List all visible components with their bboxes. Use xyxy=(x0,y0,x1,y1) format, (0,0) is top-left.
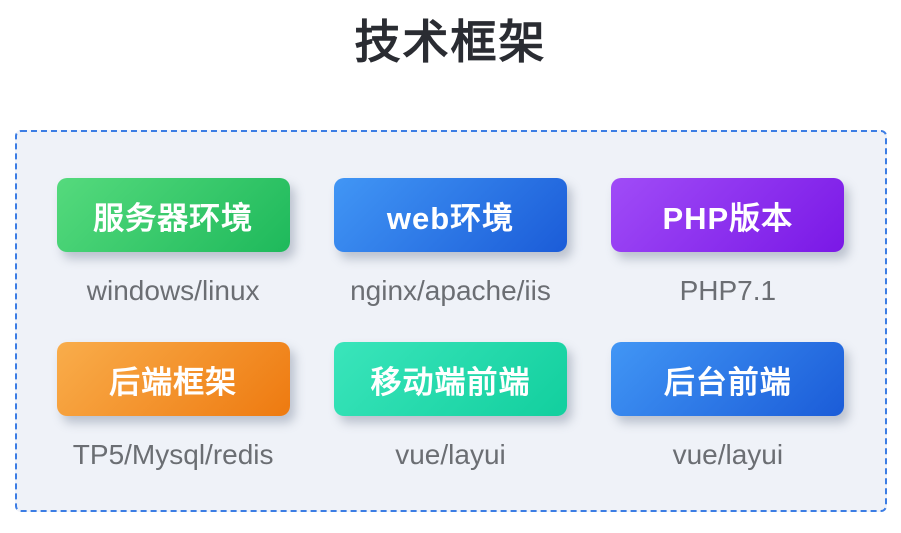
tech-card-php-version: PHP版本 PHP7.1 xyxy=(611,178,845,306)
page-title: 技术框架 xyxy=(354,16,547,68)
tech-card-mobile-frontend: 移动端前端 vue/layui xyxy=(333,342,568,470)
web-env-value: nginx/apache/iis xyxy=(350,275,551,306)
tech-card-admin-frontend: 后台前端 vue/layui xyxy=(611,342,845,470)
mobile-frontend-value: vue/layui xyxy=(395,439,506,470)
backend-framework-badge: 后端框架 xyxy=(56,342,290,416)
web-env-badge: web环境 xyxy=(333,178,568,252)
tech-panel: 服务器环境 windows/linux web环境 nginx/apache/i… xyxy=(14,130,887,512)
php-version-value: PHP7.1 xyxy=(679,275,777,306)
tech-card-server-env: 服务器环境 windows/linux xyxy=(56,178,290,306)
tech-grid: 服务器环境 windows/linux web环境 nginx/apache/i… xyxy=(56,178,845,470)
backend-framework-value: TP5/Mysql/redis xyxy=(72,439,274,470)
admin-frontend-value: vue/layui xyxy=(672,439,784,470)
tech-card-web-env: web环境 nginx/apache/iis xyxy=(333,178,568,306)
php-version-badge: PHP版本 xyxy=(611,178,845,252)
mobile-frontend-badge: 移动端前端 xyxy=(333,342,568,416)
admin-frontend-badge: 后台前端 xyxy=(611,342,845,416)
server-env-badge: 服务器环境 xyxy=(56,178,290,252)
server-env-value: windows/linux xyxy=(86,275,260,306)
tech-card-backend-framework: 后端框架 TP5/Mysql/redis xyxy=(56,342,290,470)
